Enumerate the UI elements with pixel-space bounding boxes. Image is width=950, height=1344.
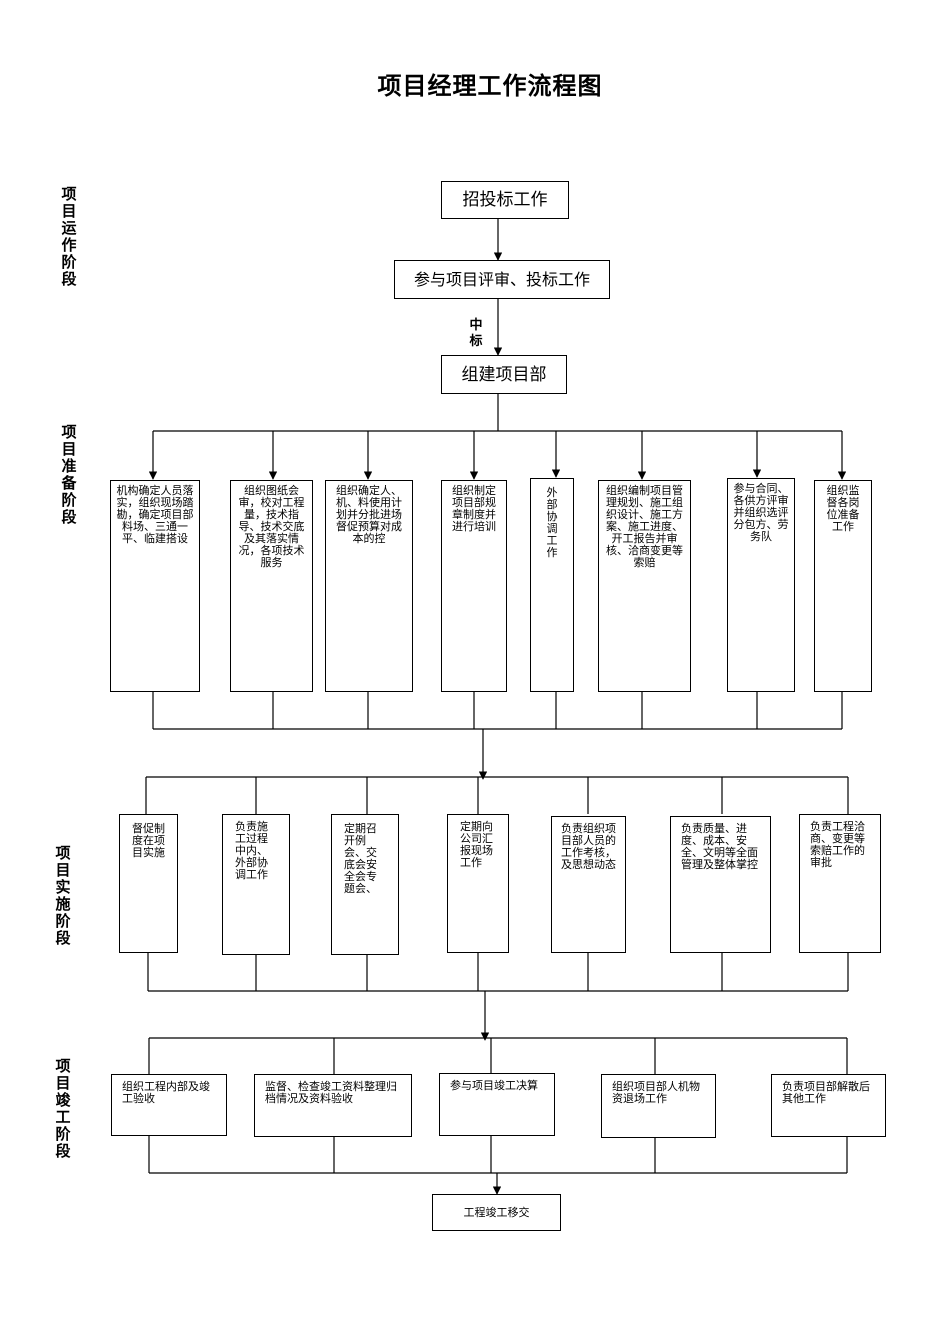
- done-box-4: 组织项目部人机物资退场工作: [601, 1074, 716, 1138]
- impl-box-6: 负责质量、进度、成本、安全、文明等全面管理及整体掌控: [670, 816, 771, 953]
- prep-box-5: 外部协调工作: [530, 478, 574, 692]
- prep-box-7: 参与合同、各供方评审并组织选评分包方、劳务队: [727, 478, 795, 692]
- page-title: 项目经理工作流程图: [377, 72, 603, 100]
- stage-label-implementation: 项目实施阶段: [55, 844, 71, 947]
- impl-box-3: 定期召开例会、交底会安全会专题会、: [331, 814, 399, 955]
- done-box-5: 负责项目部解散后其他工作: [771, 1074, 886, 1137]
- node-project-handover: 工程竣工移交: [432, 1194, 561, 1231]
- prep-box-8: 组织监督各岗位准备工作: [814, 480, 872, 692]
- prep-box-3: 组织确定人、机、料使用计划并分批进场督促预算对成本的控: [325, 480, 413, 692]
- impl-box-2: 负责施工过程中内、外部协调工作: [222, 814, 290, 955]
- prep-box-4: 组织制定项目部规章制度并进行培训: [441, 480, 507, 692]
- impl-box-1: 督促制度在项目实施: [119, 814, 178, 953]
- prep-box-2: 组织图纸会审，校对工程量，技术指导、技术交底及其落实情况，各项技术服务: [230, 480, 313, 692]
- node-tender: 招投标工作: [441, 181, 569, 219]
- prep-box-6: 组织编制项目管理规划、施工组织设计、施工方案、施工进度、开工报告并审核、洽商变更…: [598, 480, 691, 692]
- impl-box-7: 负责工程洽商、变更等索赔工作的审批: [799, 814, 881, 953]
- stage-label-completion: 项目竣工阶段: [55, 1057, 71, 1160]
- node-bid-review: 参与项目评审、投标工作: [394, 260, 610, 299]
- stage-label-preparation: 项目准备阶段: [61, 423, 77, 526]
- prep-box-1: 机构确定人员落实，组织现场踏勘，确定项目部料场、三通一平、临建搭设: [110, 480, 200, 692]
- done-box-1: 组织工程内部及竣工验收: [111, 1074, 227, 1136]
- done-box-3: 参与项目竣工决算: [439, 1073, 555, 1136]
- done-box-2: 监督、检查竣工资料整理归档情况及资料验收: [254, 1074, 412, 1137]
- edge-label-win-bid: 中标: [469, 318, 483, 349]
- stage-label-operation: 项目运作阶段: [61, 185, 77, 288]
- impl-box-4: 定期向公司汇报现场工作: [447, 814, 509, 953]
- node-build-project-dept: 组建项目部: [441, 355, 567, 394]
- impl-box-5: 负责组织项目部人员的工作考核，及思想动态: [551, 816, 626, 953]
